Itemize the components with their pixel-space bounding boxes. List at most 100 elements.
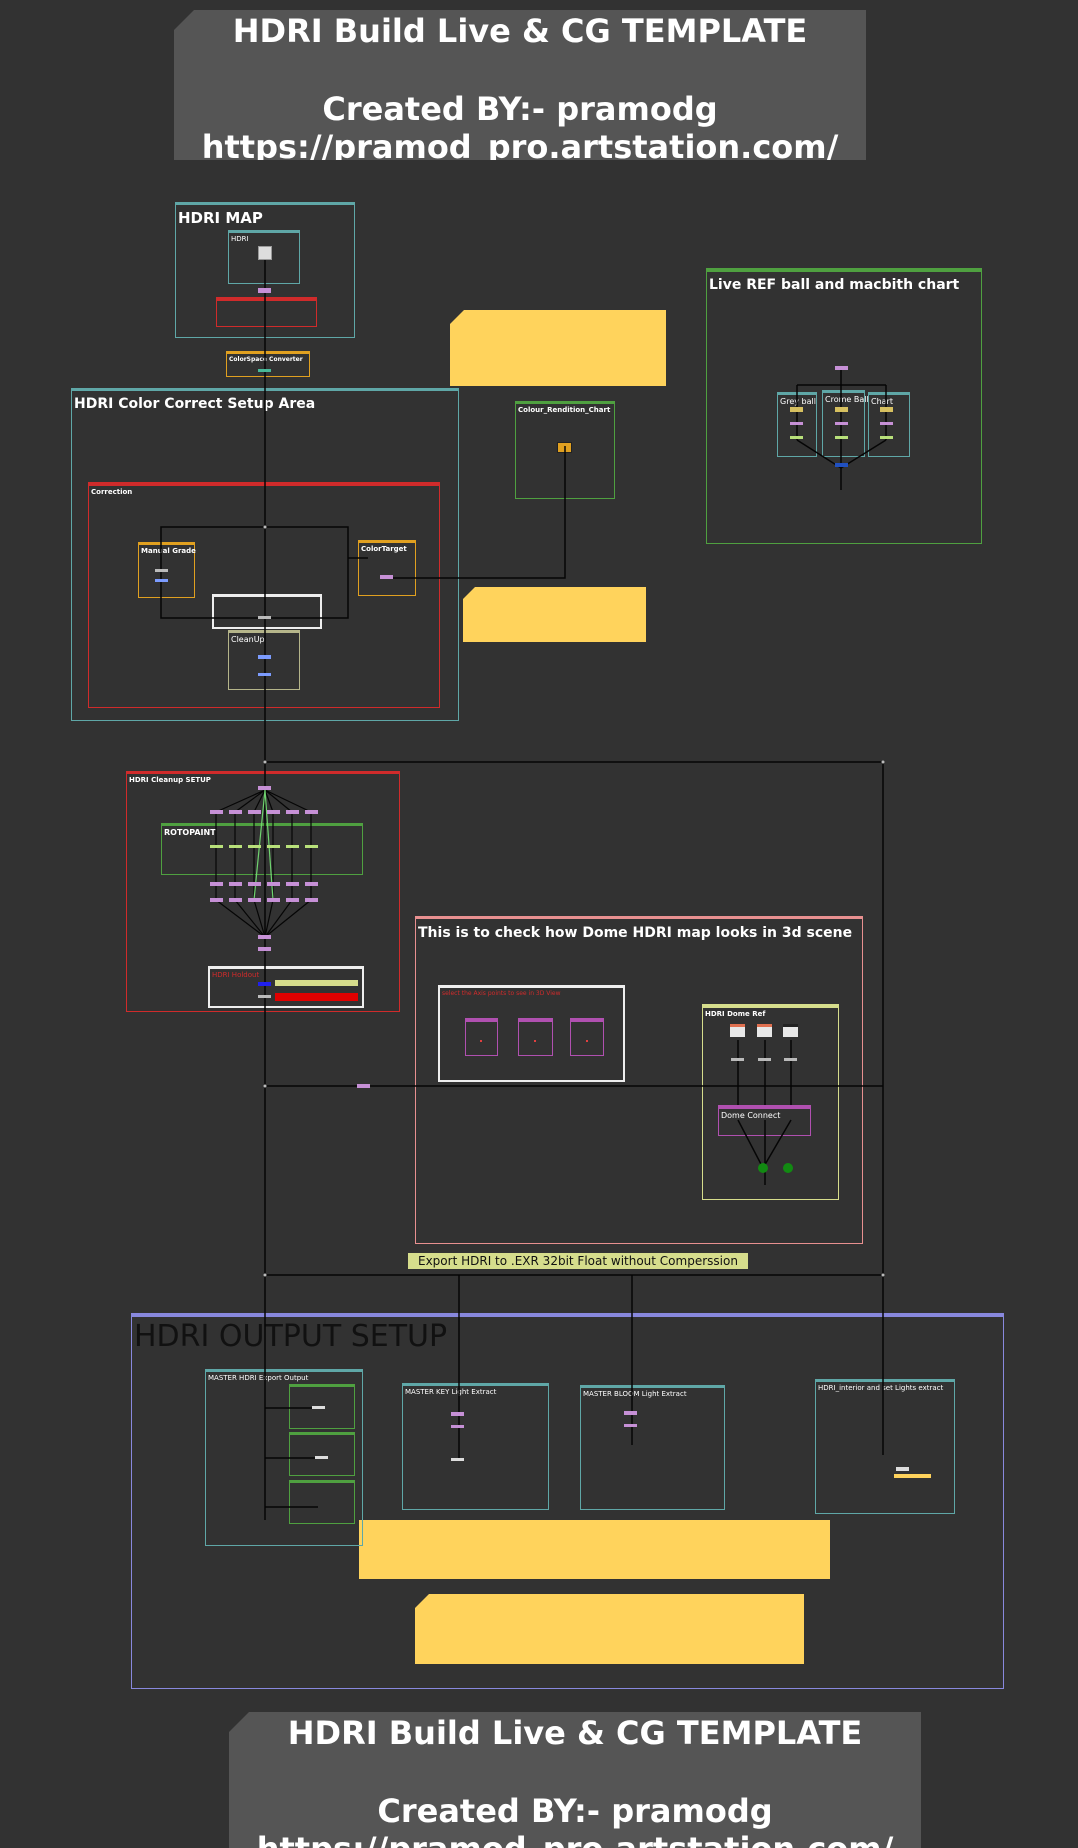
node-roto-b3[interactable] <box>248 845 261 848</box>
interior-yellow-node[interactable] <box>894 1474 931 1478</box>
node-cleanup-top[interactable] <box>258 786 271 790</box>
backdrop-chrome-ball[interactable]: Crome Ball <box>822 390 869 457</box>
node-roto-a3[interactable] <box>248 810 261 814</box>
node-grey-ball-3[interactable] <box>790 436 803 439</box>
node-hdri-out[interactable] <box>258 288 271 293</box>
node-grey-ball-2[interactable] <box>790 422 803 425</box>
backdrop-dome-ref[interactable]: HDRI Dome Ref <box>702 1004 839 1200</box>
node-roto-d2[interactable] <box>229 898 242 902</box>
backdrop-hdri-read[interactable]: HDRI <box>228 230 300 284</box>
backdrop-master-key[interactable]: MASTER KEY Light Extract <box>402 1383 549 1510</box>
node-export-1[interactable] <box>312 1406 325 1409</box>
node-bloom-2[interactable] <box>624 1424 637 1427</box>
backdrop-cleanup[interactable]: CleanUp <box>228 630 300 690</box>
backdrop-master-bloom[interactable]: MASTER BLOOM Light Extract <box>580 1385 725 1510</box>
node-correction-merge[interactable] <box>258 616 271 619</box>
node-roto-b1[interactable] <box>210 845 223 848</box>
backdrop-interior-lights[interactable]: HDRI_interior and set Lights extract <box>815 1379 955 1514</box>
node-roto-d3[interactable] <box>248 898 261 902</box>
backdrop-dome-check[interactable]: This is to check how Dome HDRI map looks… <box>415 916 863 1244</box>
holdout-yellow-bar[interactable] <box>275 980 358 986</box>
node-color-target[interactable] <box>380 575 393 579</box>
node-roto-c2[interactable] <box>229 882 242 886</box>
backdrop-master-export[interactable]: MASTER HDRI Export Output <box>205 1369 363 1546</box>
node-interior-1[interactable] <box>896 1467 909 1471</box>
node-roto-a6[interactable] <box>305 810 318 814</box>
node-roto-b6[interactable] <box>305 845 318 848</box>
node-roto-a5[interactable] <box>286 810 299 814</box>
node-chart-1[interactable] <box>880 407 893 412</box>
node-roto-a4[interactable] <box>267 810 280 814</box>
backdrop-color-target[interactable]: ColorTarget <box>358 540 416 596</box>
node-grade-1[interactable] <box>155 569 168 572</box>
backdrop-output-setup[interactable] <box>131 1313 1004 1689</box>
node-dome-tr-1[interactable] <box>731 1058 744 1061</box>
backdrop-cleanup-setup[interactable]: HDRI Cleanup SETUP <box>126 771 400 1012</box>
backdrop-export-3[interactable] <box>289 1480 355 1524</box>
node-live-ref-merge[interactable] <box>835 463 848 467</box>
backdrop-correction[interactable]: Correction <box>88 482 440 708</box>
backdrop-select-cards[interactable]: select the Axis points to see in 3D View <box>438 985 625 1082</box>
backdrop-live-ref[interactable]: Live REF ball and macbith chart <box>706 268 982 544</box>
node-export-2[interactable] <box>315 1456 328 1459</box>
white-frame-correction[interactable] <box>212 594 322 629</box>
hdri-red-strip[interactable] <box>216 297 317 327</box>
node-dome-dot[interactable] <box>357 1084 370 1088</box>
node-roto-d5[interactable] <box>286 898 299 902</box>
node-key-2[interactable] <box>451 1425 464 1428</box>
node-cleanup-1[interactable] <box>258 655 271 659</box>
node-roto-b4[interactable] <box>267 845 280 848</box>
note-yellow-3[interactable] <box>359 1520 830 1579</box>
note-yellow-1[interactable] <box>450 310 666 386</box>
node-roto-merge-1[interactable] <box>258 935 271 939</box>
backdrop-export-1[interactable] <box>289 1384 355 1429</box>
node-chrome-ball-3[interactable] <box>835 436 848 439</box>
node-chart-3[interactable] <box>880 436 893 439</box>
hdri-read-thumbnail[interactable] <box>258 246 272 260</box>
node-dome-tr-3[interactable] <box>784 1058 797 1061</box>
node-roto-d6[interactable] <box>305 898 318 902</box>
node-grade-2[interactable] <box>155 579 168 582</box>
holdout-red-bar[interactable] <box>275 993 358 1001</box>
node-roto-a2[interactable] <box>229 810 242 814</box>
sticky-note-top[interactable]: HDRI Build Live & CG TEMPLATE Created BY… <box>174 10 866 160</box>
node-roto-c3[interactable] <box>248 882 261 886</box>
node-holdout-1[interactable] <box>258 982 271 986</box>
backdrop-axis-2[interactable] <box>518 1018 553 1056</box>
backdrop-chart[interactable]: Chart <box>868 392 910 457</box>
node-key-1[interactable] <box>451 1412 464 1416</box>
node-roto-b2[interactable] <box>229 845 242 848</box>
node-chrome-ball-2[interactable] <box>835 422 848 425</box>
node-chart-2[interactable] <box>880 422 893 425</box>
node-roto-d4[interactable] <box>267 898 280 902</box>
note-yellow-2[interactable] <box>463 587 646 642</box>
node-dome-read-3[interactable] <box>783 1024 798 1037</box>
backdrop-axis-1[interactable] <box>465 1018 498 1056</box>
note-yellow-4[interactable] <box>415 1594 804 1664</box>
node-bloom-1[interactable] <box>624 1411 637 1415</box>
backdrop-export-2[interactable] <box>289 1432 355 1476</box>
node-roto-c4[interactable] <box>267 882 280 886</box>
node-roto-a1[interactable] <box>210 810 223 814</box>
sticky-note-bottom[interactable]: HDRI Build Live & CG TEMPLATE Created BY… <box>229 1712 921 1848</box>
node-roto-c1[interactable] <box>210 882 223 886</box>
backdrop-hdri-holdout[interactable]: HDRI Holdout <box>208 966 364 1008</box>
node-dome-tr-2[interactable] <box>758 1058 771 1061</box>
node-colorspace[interactable] <box>258 369 271 372</box>
node-roto-c5[interactable] <box>286 882 299 886</box>
backdrop-axis-3[interactable] <box>570 1018 604 1056</box>
node-holdout-2[interactable] <box>258 995 271 998</box>
node-cleanup-2[interactable] <box>258 673 271 676</box>
node-grey-ball-1[interactable] <box>790 407 803 412</box>
backdrop-colorspace[interactable]: ColorSpace Converter <box>226 351 310 377</box>
node-live-ref-top[interactable] <box>835 366 848 370</box>
node-roto-d1[interactable] <box>210 898 223 902</box>
node-dome-read-2[interactable] <box>757 1024 772 1037</box>
node-roto-c6[interactable] <box>305 882 318 886</box>
backdrop-manual-grade[interactable]: Manual Grade <box>138 542 196 598</box>
node-roto-merge-2[interactable] <box>258 947 271 951</box>
node-key-3[interactable] <box>451 1458 464 1461</box>
node-dome-read-1[interactable] <box>730 1024 745 1037</box>
node-chrome-ball-1[interactable] <box>835 407 848 412</box>
export-hdri-label[interactable]: Export HDRI to .EXR 32bit Float without … <box>407 1252 749 1270</box>
